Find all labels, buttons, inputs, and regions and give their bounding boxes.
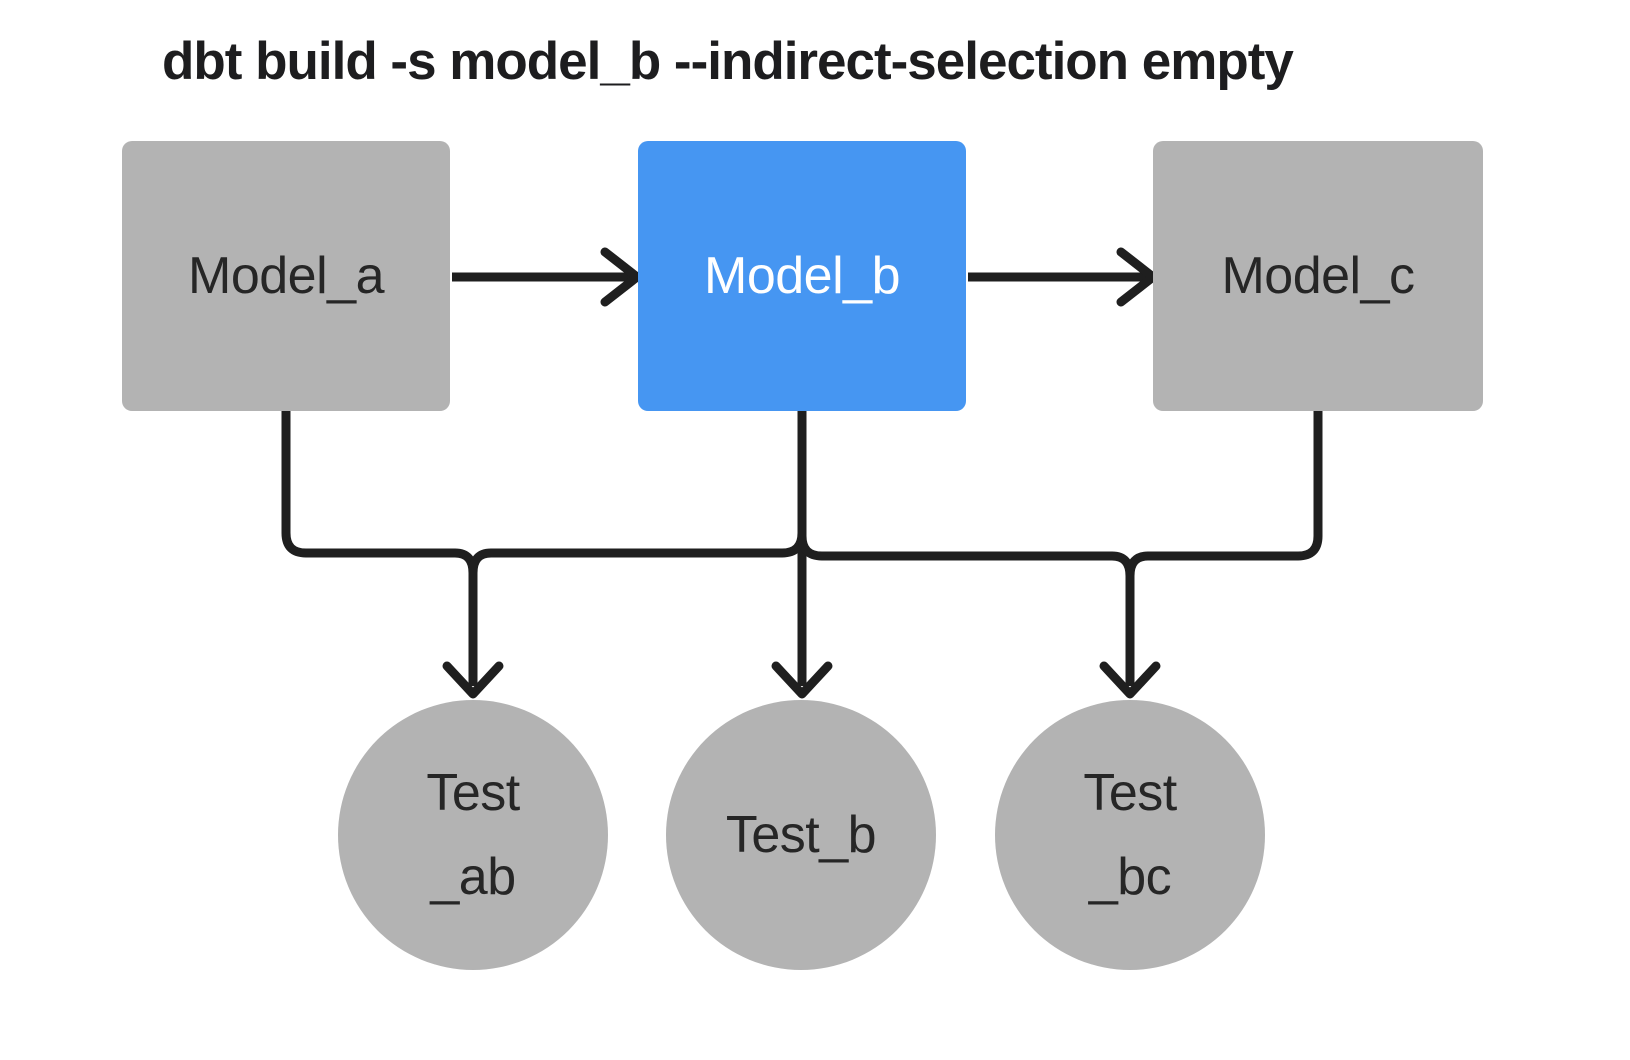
- arrowhead-model-b-icon: [600, 247, 642, 307]
- test-b-node: Test_b: [666, 700, 936, 970]
- arrowhead-test-bc-icon: [1099, 661, 1161, 699]
- edge-model-b-to-test-bc: [797, 410, 1135, 686]
- model-c-node: Model_c: [1153, 141, 1483, 411]
- edge-model-a-to-test-ab: [281, 410, 478, 686]
- diagram-title: dbt build -s model_b --indirect-selectio…: [162, 32, 1294, 91]
- test-ab-node: Test _ab: [338, 700, 608, 970]
- model-a-label: Model_a: [188, 247, 384, 305]
- model-c-label: Model_c: [1221, 247, 1415, 305]
- test-bc-node: Test _bc: [995, 700, 1265, 970]
- edge-model-c-to-test-bc: [1125, 410, 1323, 686]
- arrowhead-test-ab-icon: [442, 661, 504, 699]
- test-b-label: Test_b: [725, 806, 877, 864]
- arrowhead-model-c-icon: [1116, 247, 1158, 307]
- test-ab-label: Test _ab: [426, 764, 520, 906]
- model-a-node: Model_a: [122, 141, 450, 411]
- test-bc-label: Test _bc: [1083, 764, 1177, 906]
- model-b-label: Model_b: [704, 247, 900, 305]
- arrowhead-test-b-icon: [771, 661, 833, 699]
- model-b-node-selected: Model_b: [638, 141, 966, 411]
- edge-model-b-to-test-ab: [468, 410, 807, 686]
